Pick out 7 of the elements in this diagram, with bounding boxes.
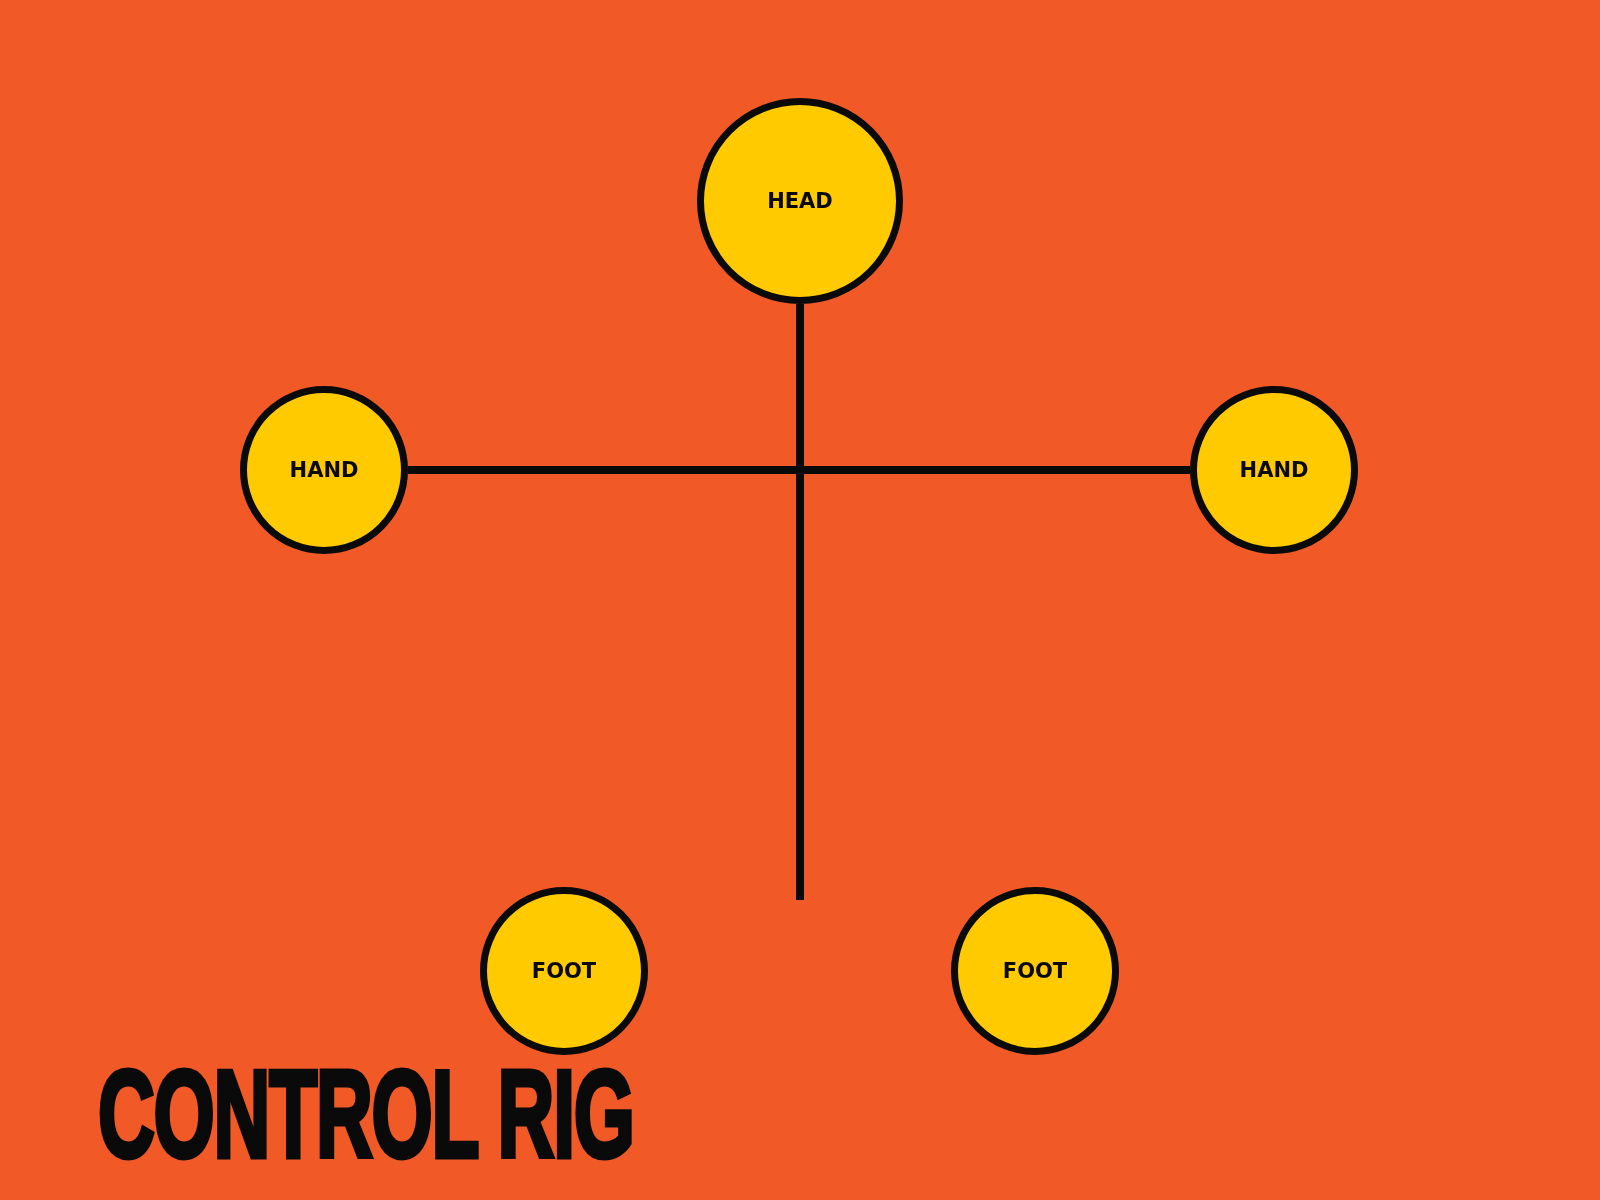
- connector-line: [408, 466, 1190, 474]
- joint-label: HAND: [289, 459, 359, 481]
- joint-label: HAND: [1239, 459, 1309, 481]
- joint-label: FOOT: [1002, 960, 1068, 982]
- title: CONTROL RIG: [98, 1052, 634, 1176]
- joint-label: FOOT: [531, 960, 597, 982]
- joint-label: HEAD: [767, 190, 833, 212]
